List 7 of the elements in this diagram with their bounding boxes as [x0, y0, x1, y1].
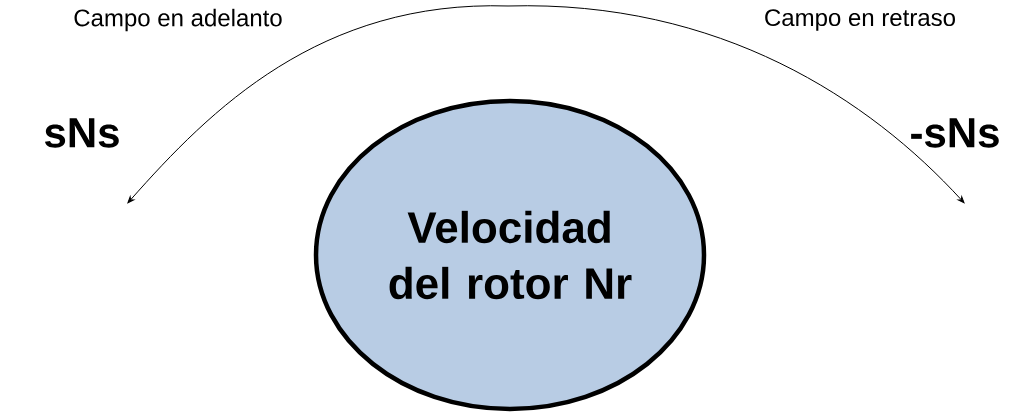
- speed-label: -sNs: [911, 118, 999, 148]
- curved-arrow: [507, 5, 965, 204]
- curved-arrow: [127, 5, 509, 204]
- edge-label: Campo en adelanto: [72, 7, 284, 33]
- ellipse-node: Velocidad del rotor Nr: [313, 98, 707, 412]
- speed-label: sNs: [44, 118, 119, 148]
- edge-label: Campo en retraso: [762, 8, 958, 32]
